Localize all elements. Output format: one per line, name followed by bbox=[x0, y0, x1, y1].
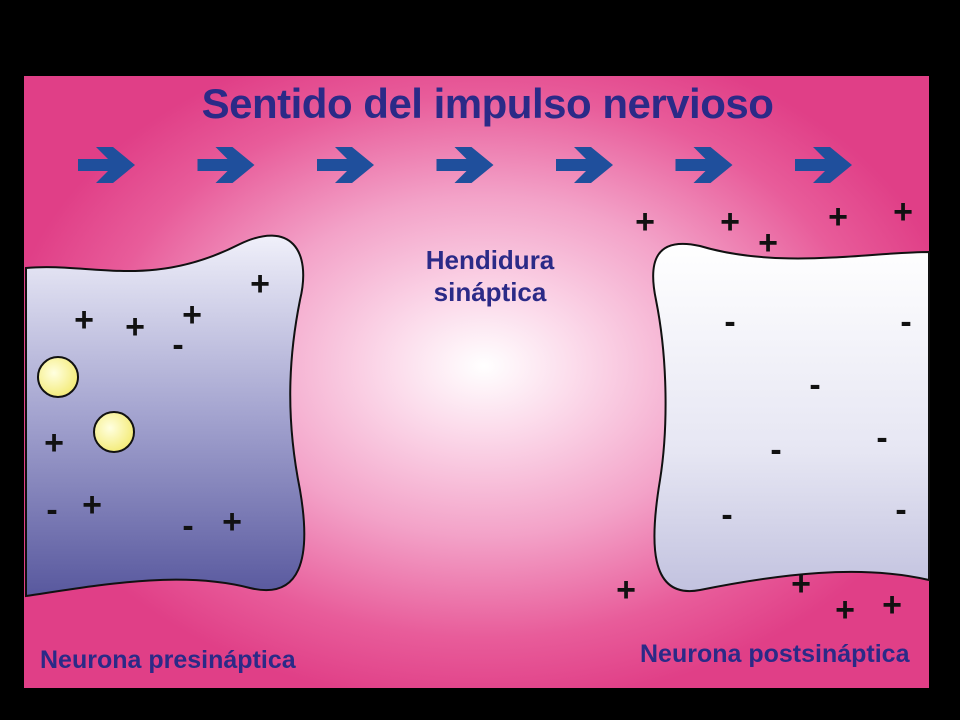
negative-charge: - bbox=[172, 326, 184, 364]
vesicle bbox=[93, 411, 135, 453]
positive-charge: + bbox=[893, 193, 913, 231]
positive-charge: + bbox=[758, 224, 778, 262]
negative-charge: - bbox=[724, 303, 736, 341]
cleft-label-line-2: sináptica bbox=[433, 277, 547, 307]
negative-charge: - bbox=[900, 303, 912, 341]
positive-charge: + bbox=[635, 203, 655, 241]
negative-charge: - bbox=[46, 491, 58, 529]
negative-charge: - bbox=[721, 496, 733, 534]
positive-charge: + bbox=[835, 591, 855, 629]
positive-charge: + bbox=[882, 586, 902, 624]
negative-charge: - bbox=[770, 431, 782, 469]
positive-charge: + bbox=[74, 301, 94, 339]
negative-charge: - bbox=[182, 507, 194, 545]
right-arrow-icon bbox=[795, 147, 852, 183]
right-arrow-icon bbox=[556, 147, 613, 183]
right-arrow-icon bbox=[436, 147, 494, 183]
presynaptic-label: Neurona presináptica bbox=[40, 646, 296, 674]
positive-charge: + bbox=[250, 265, 270, 303]
impulse-arrows bbox=[78, 147, 852, 183]
positive-charge: + bbox=[828, 198, 848, 236]
negative-charge: - bbox=[895, 491, 907, 529]
vesicle bbox=[37, 356, 79, 398]
diagram-title: Sentido del impulso nervioso bbox=[201, 80, 774, 127]
positive-charge: + bbox=[616, 571, 636, 609]
positive-charge: + bbox=[125, 308, 145, 346]
negative-charge: - bbox=[876, 419, 888, 457]
positive-charge: + bbox=[182, 296, 202, 334]
positive-charge: + bbox=[44, 424, 64, 462]
negative-charge: - bbox=[809, 366, 821, 404]
cleft-label-line-1: Hendidura bbox=[425, 245, 555, 275]
positive-charge: + bbox=[791, 565, 811, 603]
positive-charge: + bbox=[720, 203, 740, 241]
postsynaptic-label: Neurona postsináptica bbox=[640, 640, 910, 668]
right-arrow-icon bbox=[197, 147, 255, 183]
positive-charge: + bbox=[82, 486, 102, 524]
right-arrow-icon bbox=[317, 147, 374, 183]
positive-charge: + bbox=[222, 503, 242, 541]
presynaptic-neuron bbox=[25, 234, 306, 598]
right-arrow-icon bbox=[78, 147, 135, 183]
postsynaptic-neuron bbox=[652, 242, 930, 593]
right-arrow-icon bbox=[675, 147, 733, 183]
